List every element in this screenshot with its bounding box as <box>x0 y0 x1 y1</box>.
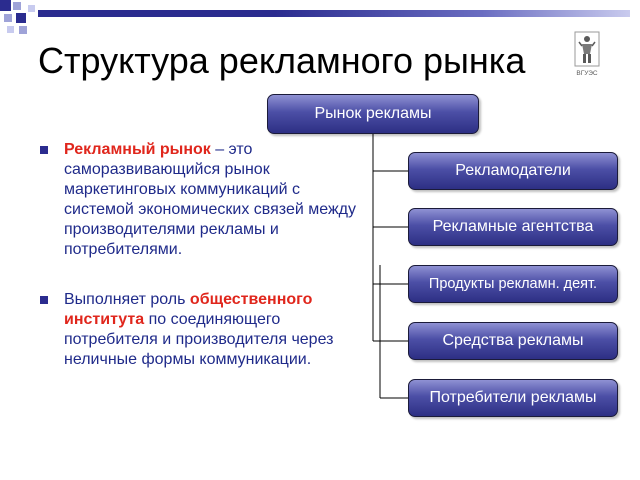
bullet-icon <box>40 146 48 154</box>
bullet-list: Рекламный рынок – это саморазвивающийся … <box>38 140 368 370</box>
diagram-box-advertisers: Рекламодатели <box>408 152 618 190</box>
logo-text: ВГУЭС <box>576 70 598 77</box>
emblem-icon: ВГУЭС <box>574 31 600 77</box>
slide-title: Структура рекламного рынка <box>38 40 526 81</box>
bullet-text: – это саморазвивающийся рынок маркетинго… <box>64 141 356 258</box>
decor-square <box>13 2 21 10</box>
diagram-box-products: Продукты рекламн. деят. <box>408 265 618 303</box>
bullet-item: Рекламный рынок – это саморазвивающийся … <box>38 140 368 260</box>
header-bar <box>38 10 630 17</box>
bullet-highlight: общественного института <box>64 291 313 328</box>
bullet-item: Выполняет роль общественного института п… <box>38 290 368 370</box>
bullet-text-before: Выполняет роль <box>64 291 190 308</box>
bullet-icon <box>40 296 48 304</box>
bullet-highlight: Рекламный рынок <box>64 141 211 158</box>
decor-square <box>7 26 14 33</box>
bullet-text-after: по соединяющего потребителя и производит… <box>64 311 334 368</box>
decor-square <box>28 5 35 12</box>
diagram-box-agencies: Рекламные агентства <box>408 208 618 246</box>
decor-square <box>0 0 11 11</box>
decor-square <box>19 26 27 34</box>
diagram-box-media: Средства рекламы <box>408 322 618 360</box>
university-logo: ВГУЭС <box>569 30 605 78</box>
decor-square <box>4 14 12 22</box>
diagram-box-consumers: Потребители рекламы <box>408 379 618 417</box>
diagram-root-box: Рынок рекламы <box>267 94 479 134</box>
decor-square <box>16 13 26 23</box>
